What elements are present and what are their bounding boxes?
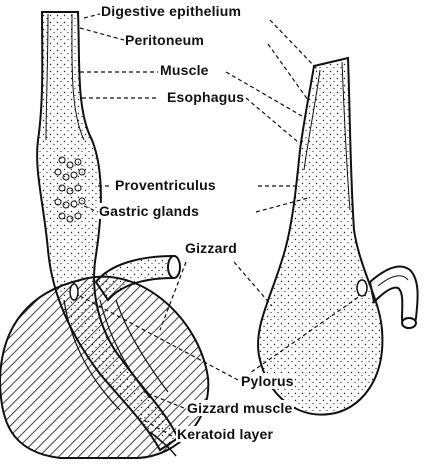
label-keratoid-layer: Keratoid layer	[176, 426, 274, 442]
label-proventriculus: Proventriculus	[114, 177, 217, 193]
label-muscle: Muscle	[159, 62, 210, 78]
left-specimen	[0, 12, 208, 458]
label-gastric-glands: Gastric glands	[98, 203, 200, 219]
label-gizzard: Gizzard	[184, 240, 238, 256]
label-peritoneum: Peritoneum	[124, 32, 205, 48]
right-specimen	[258, 58, 418, 415]
label-gizzard-muscle: Gizzard muscle	[186, 400, 294, 416]
label-digestive-epithelium: Digestive epithelium	[100, 3, 242, 19]
right-stomach-body	[258, 58, 382, 415]
label-pylorus: Pylorus	[240, 373, 295, 389]
label-esophagus: Esophagus	[166, 89, 245, 105]
